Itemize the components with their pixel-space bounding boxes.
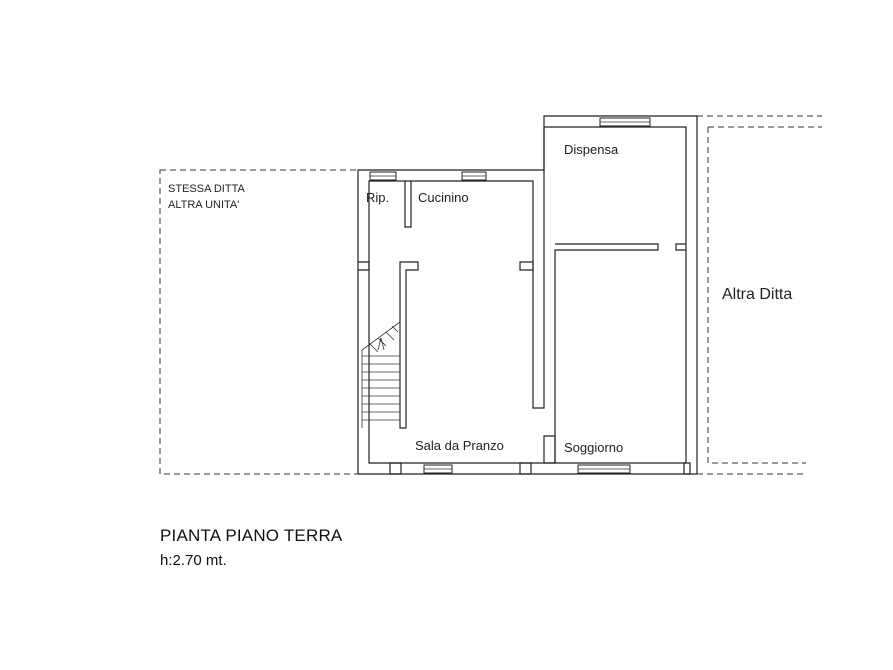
adjacent-right-label: Altra Ditta [722, 286, 792, 303]
room-label-dispensa: Dispensa [564, 142, 619, 157]
room-label-rip: Rip. [366, 190, 389, 205]
adjacent-unit-right [697, 115, 822, 475]
plan-title: PIANTA PIANO TERRA [160, 526, 343, 545]
adjacent-unit-left [159, 169, 359, 475]
staircase [361, 321, 401, 428]
room-label-sala: Sala da Pranzo [415, 438, 504, 453]
windows [369, 117, 651, 474]
adjacent-left-label-2: ALTRA UNITA' [168, 199, 239, 211]
height-note: h:2.70 mt. [160, 552, 227, 569]
interior-walls [358, 181, 691, 475]
room-label-soggiorno: Soggiorno [564, 440, 623, 455]
room-label-cucinino: Cucinino [418, 190, 469, 205]
exterior-walls [357, 115, 698, 475]
adjacent-left-label-1: STESSA DITTA [168, 183, 245, 195]
